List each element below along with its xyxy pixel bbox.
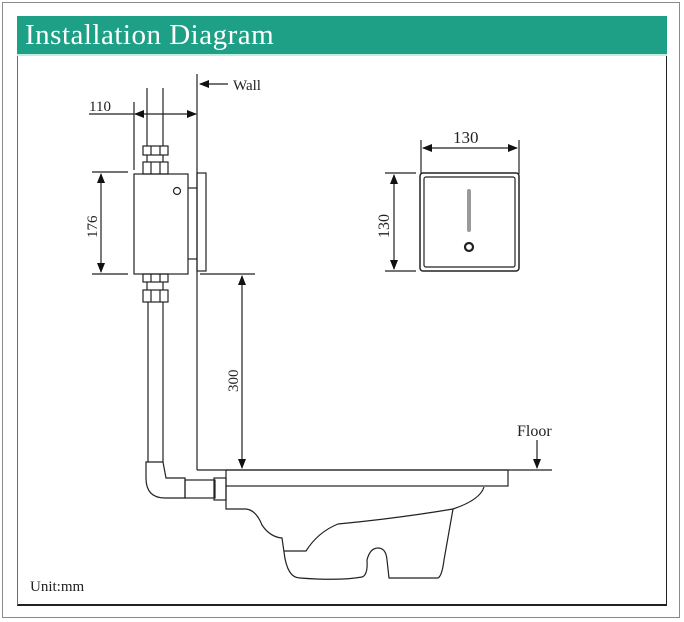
toilet-pan bbox=[225, 486, 485, 580]
wall-label: Wall bbox=[233, 78, 261, 94]
sensor-eye-icon bbox=[463, 241, 475, 253]
page-title: Installation Diagram bbox=[25, 19, 275, 51]
toilet-rim bbox=[225, 469, 509, 487]
valve-indicator-icon bbox=[172, 186, 182, 196]
panel-width-label: 130 bbox=[453, 128, 479, 147]
floor-label: Floor bbox=[517, 423, 552, 440]
sensor-panel bbox=[419, 172, 520, 272]
title-bar: Installation Diagram bbox=[17, 16, 667, 56]
unit-label: Unit:mm bbox=[30, 579, 85, 595]
dim-300-label: 300 bbox=[226, 370, 242, 393]
panel-height-label: 130 bbox=[376, 214, 393, 238]
elbow-pipe bbox=[145, 461, 186, 499]
dim-110-label: 110 bbox=[89, 99, 111, 115]
dim-176-label: 176 bbox=[85, 215, 101, 238]
